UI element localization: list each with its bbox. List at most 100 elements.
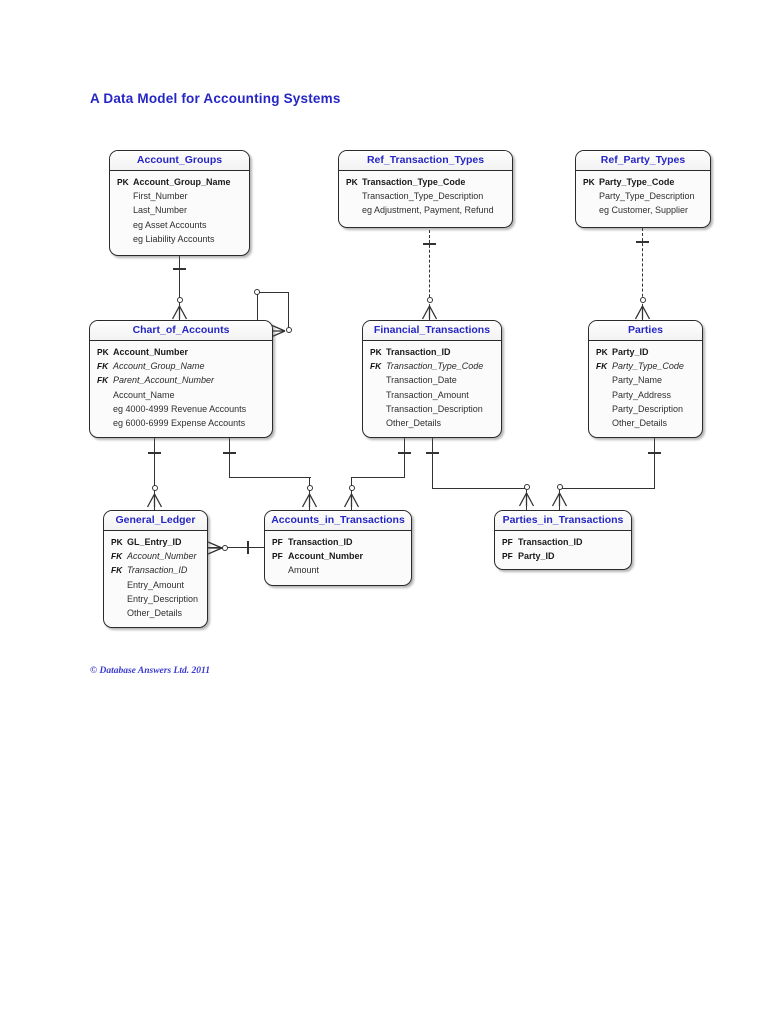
connector-financial-parties-in-trans-h <box>432 488 528 490</box>
attribute-row: PK Transaction_ID <box>363 345 501 359</box>
copyright-notice: © Database Answers Ltd. 2011 <box>90 666 210 676</box>
cardinality-zero-circle <box>306 485 313 491</box>
attribute-name: Amount <box>288 565 320 576</box>
attribute-row: Transaction_Date <box>363 373 501 387</box>
attribute-name: Last_Number <box>133 205 188 216</box>
attribute-name: Party_Type_Code <box>612 361 684 372</box>
attribute-key: PF <box>502 551 513 562</box>
attribute-row: Party_Type_Description <box>576 189 710 203</box>
attribute-row: FK Party_Type_Code <box>589 359 702 373</box>
attribute-row: eg 4000-4999 Revenue Accounts <box>90 402 272 416</box>
cardinality-zero-circle <box>348 485 355 491</box>
attribute-name: Transaction_ID <box>386 347 451 357</box>
cardinality-crowsfoot <box>301 493 318 508</box>
attribute-row: Transaction_Type_Description <box>339 189 512 203</box>
attribute-row: Account_Name <box>90 388 272 402</box>
entity-header: Ref_Transaction_Types <box>339 151 512 171</box>
cardinality-one-bar <box>247 541 249 554</box>
cardinality-crowsfoot <box>270 323 287 338</box>
connector-chart-accounts-in-trans-h <box>229 477 311 479</box>
attribute-name: eg 6000-6999 Expense Accounts <box>113 418 246 429</box>
attribute-key: FK <box>111 565 123 576</box>
connector-chart-accounts-in-trans-v1 <box>229 438 231 478</box>
entity-header: Parties_in_Transactions <box>495 511 631 531</box>
attribute-name: eg 4000-4999 Revenue Accounts <box>113 403 247 414</box>
entity-header: Account_Groups <box>110 151 249 171</box>
connector-self-ref-down <box>288 292 290 330</box>
cardinality-crowsfoot <box>171 305 188 320</box>
entity-header: Ref_Party_Types <box>576 151 710 171</box>
attribute-name: eg Adjustment, Payment, Refund <box>362 205 494 216</box>
attribute-name: First_Number <box>133 191 188 202</box>
attribute-key: PK <box>97 347 109 357</box>
attribute-key: FK <box>370 361 382 372</box>
connector-account-groups-chart <box>179 256 181 322</box>
attribute-name: eg Liability Accounts <box>133 233 215 244</box>
entity-header: Parties <box>589 321 702 341</box>
page-title: A Data Model for Accounting Systems <box>90 91 341 106</box>
attribute-name: Transaction_Type_Code <box>362 177 466 187</box>
attribute-name: GL_Entry_ID <box>127 537 182 547</box>
entity-account-groups[interactable]: Account_Groups PK Account_Group_Name Firs… <box>109 150 250 256</box>
attribute-name: Party_Type_Description <box>599 191 695 202</box>
cardinality-one-bar <box>648 452 661 454</box>
attribute-key: PK <box>370 347 382 357</box>
attribute-name: Party_ID <box>518 551 555 562</box>
entity-header: Financial_Transactions <box>363 321 501 341</box>
attribute-row: PK Transaction_Type_Code <box>339 175 512 189</box>
attribute-name: Account_Group_Name <box>113 361 205 372</box>
attribute-key: PK <box>346 177 358 187</box>
cardinality-zero-circle <box>254 289 260 295</box>
cardinality-zero-circle <box>151 485 158 491</box>
attribute-row: Entry_Amount <box>104 578 207 592</box>
entity-ref-transaction-types[interactable]: Ref_Transaction_Types PK Transaction_Type… <box>338 150 513 228</box>
cardinality-zero-circle <box>639 297 646 303</box>
attribute-row: eg Adjustment, Payment, Refund <box>339 203 512 217</box>
attribute-name: Other_Details <box>386 418 442 429</box>
connector-ref-trans-types-financial <box>429 230 430 322</box>
attribute-row: Other_Details <box>589 416 702 430</box>
cardinality-one-bar <box>223 452 236 454</box>
attribute-name: Transaction_ID <box>288 537 353 547</box>
attribute-name: Party_Address <box>612 389 672 400</box>
attribute-key: PK <box>117 177 129 187</box>
cardinality-crowsfoot <box>551 492 568 507</box>
connector-chart-accounts-in-trans-v2 <box>309 477 311 510</box>
attribute-key: FK <box>596 361 608 372</box>
connector-ref-party-types-parties <box>642 228 643 322</box>
attribute-key: PF <box>502 537 513 547</box>
cardinality-zero-circle <box>426 297 433 303</box>
attribute-name: Entry_Amount <box>127 579 185 590</box>
attribute-row: Entry_Description <box>104 592 207 606</box>
attribute-name: Account_Group_Name <box>133 177 231 187</box>
connector-financial-parties-in-trans-v1 <box>432 438 434 489</box>
cardinality-one-bar <box>636 241 649 243</box>
attribute-key: FK <box>97 375 109 386</box>
attribute-name: Account_Name <box>113 389 175 400</box>
attribute-name: Transaction_ID <box>127 565 188 576</box>
cardinality-crowsfoot <box>146 493 163 508</box>
attribute-name: Account_Number <box>127 551 197 562</box>
entity-attribute-list: PK Account_Group_Name First_Number Last_N… <box>110 171 249 250</box>
attribute-row: eg 6000-6999 Expense Accounts <box>90 416 272 430</box>
connector-financial-accounts-in-trans-v1 <box>404 438 406 478</box>
attribute-name: eg Customer, Supplier <box>599 205 689 216</box>
